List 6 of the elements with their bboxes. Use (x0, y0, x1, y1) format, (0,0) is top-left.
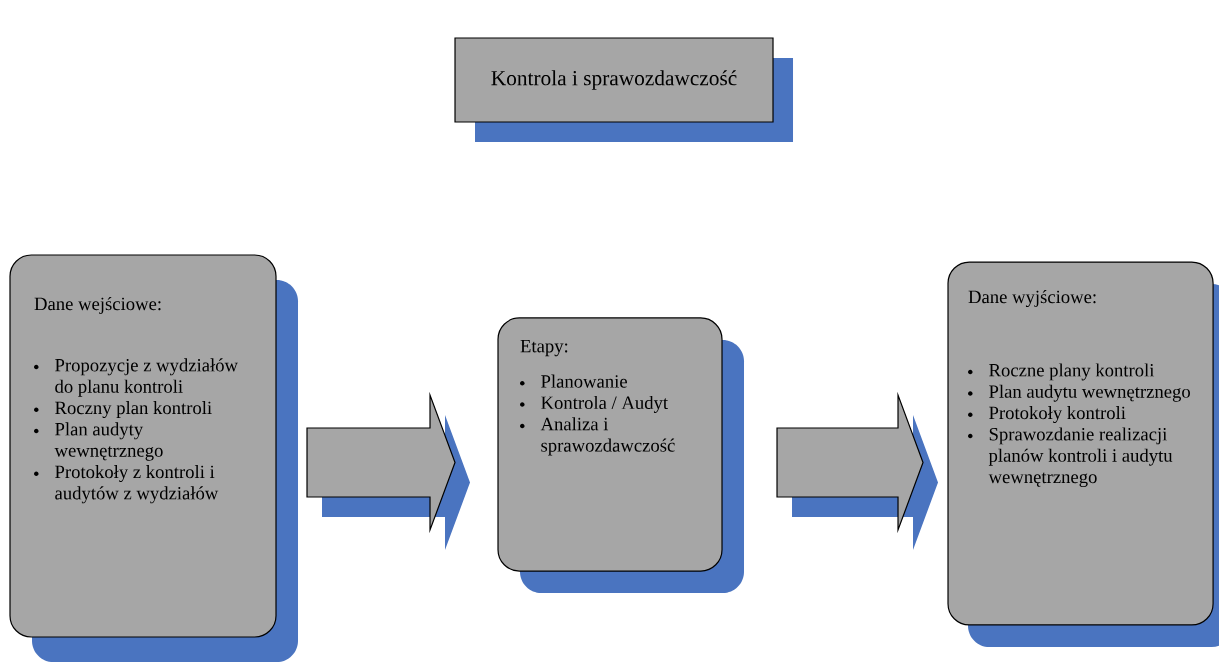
rounded-box: Etapy: Planowanie Kontrola / Audyt Analiza i sprawozdawczość (497, 317, 744, 593)
block-arrow (306, 391, 470, 550)
block-arrow (776, 391, 938, 550)
rounded-box: Dane wyjściowe: Roczne plany kontroli Plan audytu wewnętrznego Protokoły kontroli Sprawozdanie realizacji planów kontroli i audytu wewnętrznego (947, 261, 1219, 647)
rounded-box: Dane wejściowe: Propozycje z wydziałów do planu kontroli Roczny plan kontroli Plan audyty wewnętrznego Protokoły z kontroli i audytów z wydziałów (9, 254, 298, 662)
title-box: Kontrola i sprawozdawczość (454, 37, 793, 142)
